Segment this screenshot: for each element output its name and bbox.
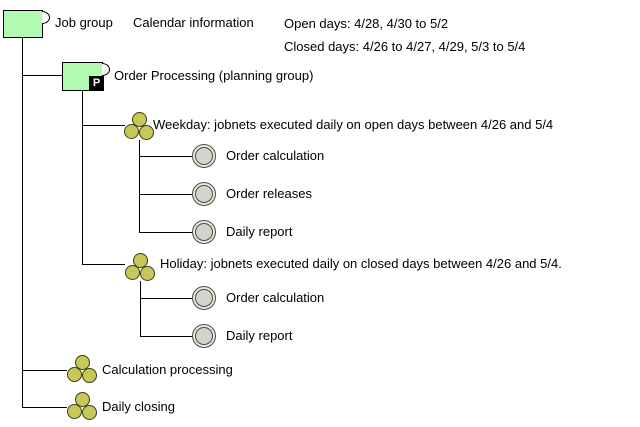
job-icon [192, 182, 216, 206]
job-icon [192, 286, 216, 310]
connector-line-daily-closing [22, 407, 67, 408]
jobnet-circle [75, 355, 90, 370]
connector-line-holiday [82, 264, 125, 265]
jobnet-circle [140, 266, 155, 281]
job-icon [192, 144, 216, 168]
jobnet-circle [82, 368, 97, 383]
job-label: Order calculation [226, 290, 325, 305]
job-group-icon-ear [42, 11, 50, 24]
jobnet-circle [139, 125, 154, 140]
connector-line-weekday [82, 125, 125, 126]
daily-closing-label: Daily closing [102, 399, 175, 414]
jobnet-circle [133, 253, 148, 268]
connector-line-weekday-job3 [139, 232, 192, 233]
weekday-jobnet-label: Weekday: jobnets executed daily on open … [153, 117, 554, 132]
jobnet-circle [67, 367, 82, 382]
job-icon [192, 220, 216, 244]
holiday-branch-line [140, 281, 141, 337]
job-group-icon [3, 10, 43, 38]
job-group-label: Job group [55, 15, 113, 30]
calculation-processing-label: Calculation processing [102, 362, 233, 377]
jobnet-circle [82, 405, 97, 420]
connector-line-holiday-job1 [140, 298, 192, 299]
connector-line-planning-group [22, 75, 62, 76]
planning-group-icon-ear [102, 63, 110, 76]
jobnet-circle [67, 404, 82, 419]
connector-line-weekday-job1 [139, 156, 192, 157]
job-label: Order calculation [226, 148, 325, 163]
jobnet-circle [125, 265, 140, 280]
calendar-info-label: Calendar information [133, 15, 254, 30]
connector-line-holiday-job2 [140, 336, 192, 337]
trunk-line [22, 38, 23, 408]
job-label: Order releases [226, 186, 312, 201]
planning-group-badge-icon: P [89, 76, 104, 91]
weekday-branch-line [139, 140, 140, 233]
daily-closing-jobnet-icon [67, 392, 98, 421]
jobnet-circle [75, 392, 90, 407]
jobnet-circle [132, 112, 147, 127]
connector-line-weekday-job2 [139, 194, 192, 195]
planning-group-label: Order Processing (planning group) [114, 68, 314, 83]
holiday-jobnet-icon [125, 253, 156, 282]
weekday-jobnet-icon [124, 112, 155, 141]
calculation-processing-jobnet-icon [67, 355, 98, 384]
job-label: Daily report [226, 328, 293, 343]
connector-line-calculation-processing [22, 370, 67, 371]
job-icon [192, 324, 216, 348]
closed-days-text: Closed days: 4/26 to 4/27, 4/29, 5/3 to … [284, 39, 526, 54]
holiday-jobnet-label: Holiday: jobnets executed daily on close… [160, 256, 562, 271]
open-days-text: Open days: 4/28, 4/30 to 5/2 [284, 16, 449, 31]
planning-group-branch-line [82, 91, 83, 265]
jobnet-circle [124, 124, 139, 139]
job-label: Daily report [226, 224, 293, 239]
